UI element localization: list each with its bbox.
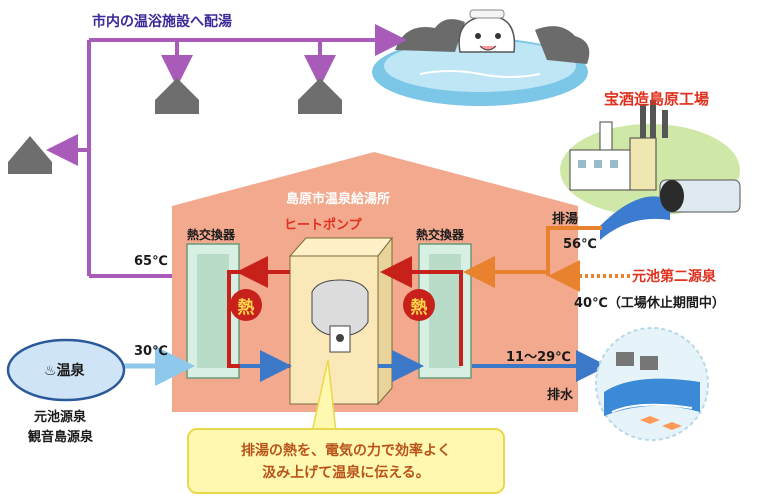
drain-label: 排水 — [547, 388, 574, 403]
onsen-label: ♨温泉 — [44, 363, 85, 379]
explanation-callout: 排湯の熱を、電気の力で効率よく 汲み上げて温泉に伝える。 — [187, 428, 505, 494]
waste-temp-label: 56℃ — [563, 237, 597, 252]
waste-water-label: 排湯 — [552, 212, 579, 227]
heat-pump-label: ヒートポンプ — [284, 218, 362, 233]
callout-line-2: 汲み上げて温泉に伝える。 — [262, 465, 430, 481]
onsen-source — [6, 338, 126, 402]
supply-pipe — [46, 24, 407, 278]
heat-badge-right: 熱 — [403, 289, 435, 321]
callout-line-1: 排湯の熱を、電気の力で効率よく — [241, 443, 451, 459]
hot-spring-icon: ♨ — [44, 363, 57, 379]
temp-drain-label: 11～29℃ — [506, 350, 571, 365]
heat-exchanger-right-label: 熱交換器 — [416, 228, 465, 242]
facility-title: 島原市温泉給湯所 — [286, 192, 391, 207]
source-left-2: 観音島源泉 — [28, 430, 94, 445]
temp-out-label: 65℃ — [134, 254, 168, 269]
source-left-1: 元池源泉 — [34, 410, 87, 425]
second-source-label: 元池第二源泉 — [632, 269, 716, 285]
heat-exchanger-left-label: 熱交換器 — [187, 228, 236, 242]
temp-in-label: 30℃ — [134, 344, 168, 359]
heat-badge-left: 熱 — [230, 289, 262, 321]
building-icon — [8, 78, 342, 174]
river-illustration — [595, 327, 709, 441]
factory-illustration — [560, 100, 741, 240]
supply-destination-label: 市内の温浴施設へ配湯 — [92, 14, 232, 30]
second-source-note: 40℃（工場休止期間中） — [574, 296, 725, 311]
hot-spring-illustration — [372, 9, 590, 106]
heat-pump-unit — [288, 236, 394, 406]
plant-name-label: 宝酒造島原工場 — [604, 90, 710, 108]
